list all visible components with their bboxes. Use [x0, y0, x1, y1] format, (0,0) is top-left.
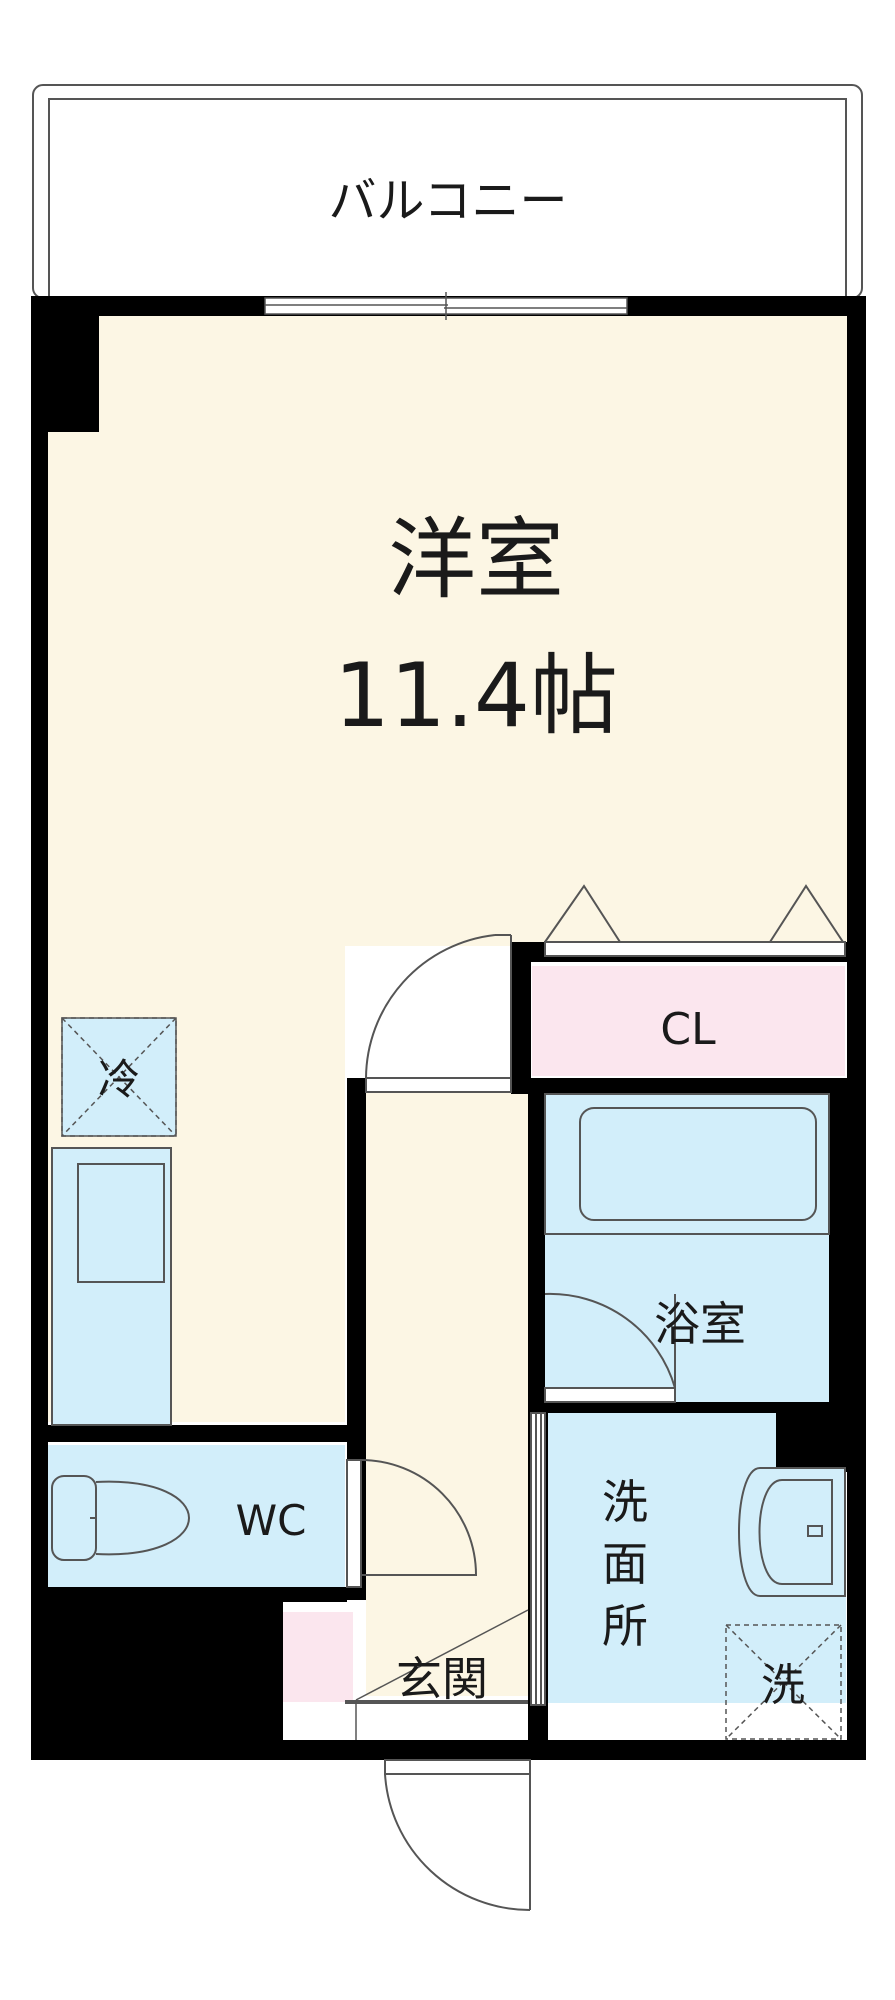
corridor-floor: [366, 1084, 528, 1696]
walls: [31, 296, 866, 1760]
shoe-cabinet: [283, 1612, 353, 1702]
closet-label: CL: [660, 1004, 716, 1055]
balcony-window: [264, 292, 628, 320]
kitchen-counter: [51, 1147, 172, 1426]
washroom-label-1: 洗: [602, 1475, 648, 1529]
balcony: [32, 84, 863, 299]
toilet-door: [346, 1459, 478, 1588]
washroom-label-3: 所: [602, 1599, 648, 1653]
western-room-label: 洋室: [388, 508, 564, 611]
closet-doors: [544, 884, 846, 957]
closet-floor: [532, 966, 845, 1076]
western-room-floor: [48, 313, 847, 946]
bathtub: [544, 1093, 830, 1235]
kitchen-floor: [52, 1148, 171, 1425]
toilet-fixture: [51, 1475, 190, 1561]
entrance-door: [355, 1609, 531, 1912]
wash-basin: [738, 1467, 846, 1597]
fridge-label: 冷: [98, 1055, 140, 1104]
washroom-label-2: 面: [602, 1537, 648, 1591]
bathroom-door: [544, 1292, 676, 1403]
bathroom-floor: [531, 1094, 829, 1402]
room-door: [365, 934, 512, 1093]
washer-label: 洗: [761, 1660, 805, 1711]
toilet-label: WC: [236, 1496, 307, 1545]
entrance-label: 玄関: [396, 1652, 488, 1706]
fridge-space: [61, 1017, 177, 1137]
washer-space: [725, 1624, 842, 1740]
bathroom-label: 浴室: [654, 1297, 746, 1351]
washroom-sliding-door: [530, 1412, 546, 1706]
labels: バルコニー 洋室 11.4帖 CL 冷 浴室 WC 洗 面 所 玄関 洗: [98, 173, 805, 1711]
balcony-label: バルコニー: [328, 173, 567, 229]
toilet-floor: [48, 1445, 345, 1587]
western-room-size-label: 11.4帖: [334, 644, 618, 747]
